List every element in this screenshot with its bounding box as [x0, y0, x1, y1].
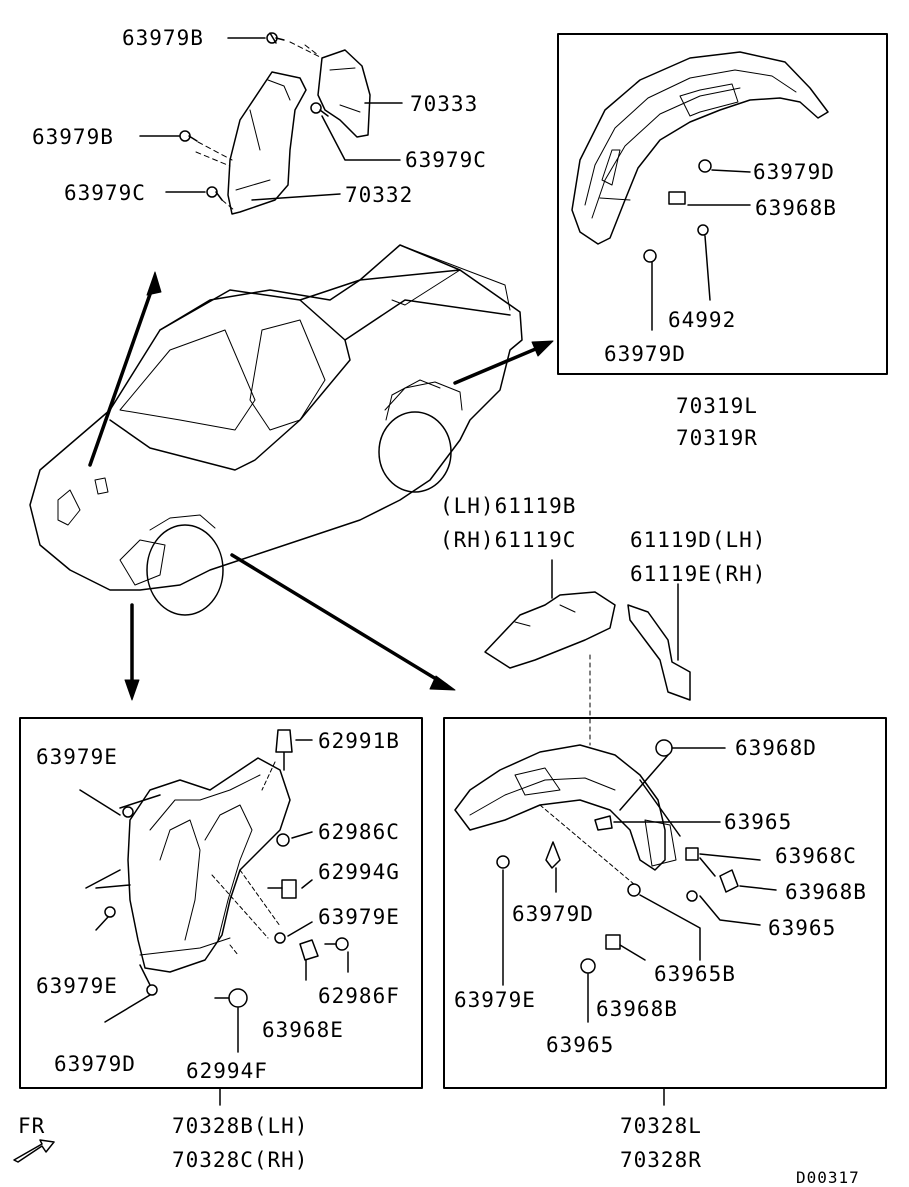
label-63968b-b: 63968B: [785, 880, 867, 904]
label-63979d-b: 63979D: [604, 342, 686, 366]
clip-63979b-left: [179, 130, 198, 142]
label-63968e: 63968E: [262, 1018, 344, 1042]
label-63965b: 63965B: [654, 962, 736, 986]
box-rear-liner: [557, 33, 888, 375]
liner-70332: [227, 71, 307, 215]
label-63979e-d: 63979E: [454, 988, 536, 1012]
label-61119b: (LH)61119B: [440, 494, 577, 518]
label-62994g: 62994G: [318, 860, 400, 884]
label-63968b-c: 63968B: [596, 997, 678, 1021]
front-direction-arrow: [13, 1139, 55, 1163]
label-63979d-a: 63979D: [753, 160, 835, 184]
label-63979c-right: 63979C: [405, 148, 487, 172]
title-70328b: 70328B(LH): [172, 1114, 309, 1138]
label-63979b-top: 63979B: [122, 26, 204, 50]
label-61119d: 61119D(LH): [630, 528, 767, 552]
title-70328l: 70328L: [620, 1114, 702, 1138]
title-70319l: 70319L: [676, 394, 758, 418]
label-61119c: (RH)61119C: [440, 528, 577, 552]
label-63968d: 63968D: [735, 736, 817, 760]
label-63968c: 63968C: [775, 844, 857, 868]
label-63979b-left: 63979B: [32, 125, 114, 149]
title-70319r: 70319R: [676, 426, 758, 450]
label-63979e-b: 63979E: [318, 905, 400, 929]
label-62986c: 62986C: [318, 820, 400, 844]
label-62994f: 62994F: [186, 1059, 268, 1083]
label-63979e-a: 63979E: [36, 745, 118, 769]
front-liner-lr-drawing: [79, 729, 349, 1053]
vehicle-outline: [29, 244, 523, 616]
label-70333: 70333: [410, 92, 479, 116]
front-liner-lr2-drawing: [454, 739, 777, 1023]
label-63979d-d: 63979D: [512, 902, 594, 926]
label-63968b-a: 63968B: [755, 196, 837, 220]
label-61119e: 61119E(RH): [630, 562, 767, 586]
clip-63979b-top: [266, 32, 285, 44]
label-63965-b: 63965: [768, 916, 837, 940]
clip-63979c-mid: [310, 102, 329, 117]
liner-70333: [317, 49, 371, 138]
arrows: [88, 271, 554, 701]
label-64992: 64992: [668, 308, 737, 332]
clip-63979c-left: [206, 186, 223, 201]
label-63979c-left: 63979C: [64, 181, 146, 205]
label-63965-c: 63965: [546, 1033, 615, 1057]
title-70328c: 70328C(RH): [172, 1148, 309, 1172]
diagram-code: D00317: [796, 1168, 860, 1187]
label-63965-a: 63965: [724, 810, 793, 834]
rear-liner-drawing: [571, 51, 829, 331]
label-62991b: 62991B: [318, 729, 400, 753]
label-62986f: 62986F: [318, 984, 400, 1008]
label-63979d-c: 63979D: [54, 1052, 136, 1076]
splash-shields: [484, 559, 691, 746]
box-front-liner-lr2: [443, 717, 887, 1089]
fr-label: FR: [18, 1114, 46, 1138]
box-front-liner-lr: [19, 717, 423, 1089]
upper-liner-group: [139, 32, 403, 215]
label-63979e-c: 63979E: [36, 974, 118, 998]
title-70328r: 70328R: [620, 1148, 702, 1172]
label-70332: 70332: [345, 183, 414, 207]
